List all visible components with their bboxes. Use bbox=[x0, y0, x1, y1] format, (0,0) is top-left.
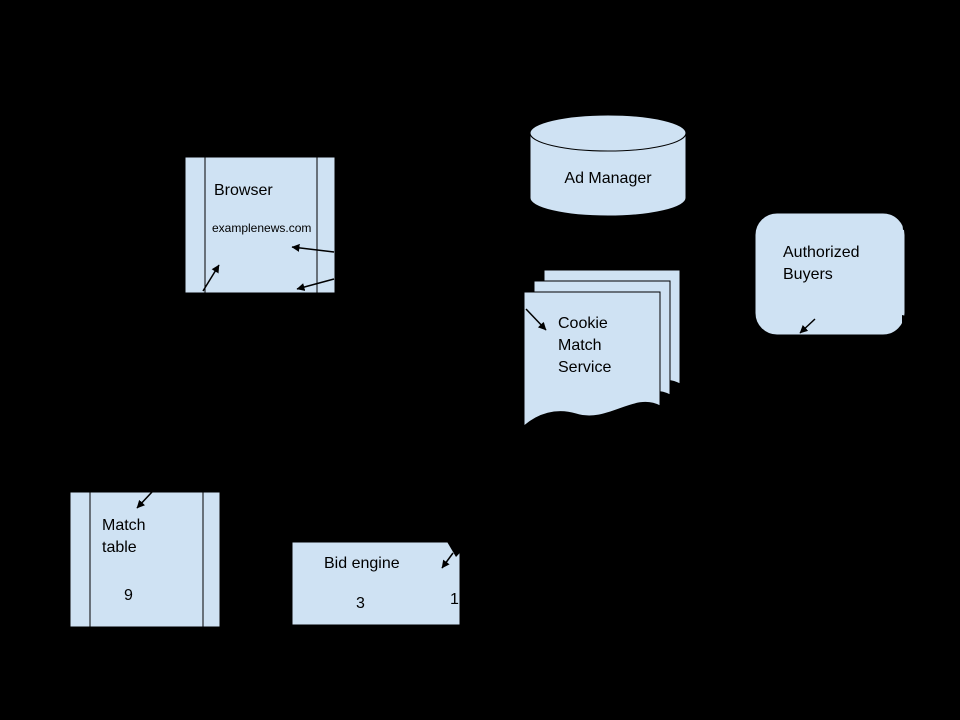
cookie-match-service-label: Cookie Match Service bbox=[558, 313, 611, 379]
connector-arrows bbox=[136, 243, 816, 569]
arrow-into-browser-right bbox=[291, 243, 335, 253]
match-table-line1: Match bbox=[102, 517, 146, 534]
match-table-label: Match table bbox=[102, 515, 146, 559]
browser-title: Browser bbox=[214, 182, 273, 199]
arrow-stub-top-right bbox=[902, 219, 919, 230]
arrow-into-match-table bbox=[136, 491, 153, 509]
authorized-buyers-node bbox=[754, 212, 919, 336]
arrow-into-authorized-buyers bbox=[799, 318, 816, 334]
cookie-match-service-documents bbox=[523, 269, 681, 428]
ad-manager-database bbox=[529, 114, 687, 217]
arrow-into-bid-engine bbox=[441, 552, 454, 569]
bid-engine-step-number: 3 bbox=[356, 595, 365, 612]
arrow-into-cookie-match-service bbox=[525, 308, 547, 331]
ad-manager-label: Ad Manager bbox=[564, 170, 652, 187]
cookie-match-service-line1: Cookie bbox=[558, 315, 608, 332]
bid-engine-label: Bid engine bbox=[324, 555, 400, 572]
authorized-buyers-line1: Authorized bbox=[783, 244, 860, 261]
match-table-node bbox=[69, 491, 221, 628]
cookie-match-service-line2: Match bbox=[558, 337, 602, 354]
browser-url: examplenews.com bbox=[212, 221, 312, 235]
browser-node bbox=[184, 156, 336, 294]
arrow-into-browser-left bbox=[202, 264, 220, 292]
match-table-line2: table bbox=[102, 539, 137, 556]
arrow-stub-bid-engine-corner bbox=[446, 540, 470, 557]
cookie-match-service-line3: Service bbox=[558, 359, 612, 376]
arrow-browser-bottom-right bbox=[296, 278, 335, 291]
bid-engine-right-step-number: 1 bbox=[450, 591, 459, 608]
authorized-buyers-line2: Buyers bbox=[783, 266, 833, 283]
bid-engine-node bbox=[291, 540, 470, 626]
arrow-stub-bottom-right bbox=[902, 315, 919, 324]
match-table-step-number: 9 bbox=[124, 587, 133, 604]
authorized-buyers-label: Authorized Buyers bbox=[783, 242, 860, 286]
